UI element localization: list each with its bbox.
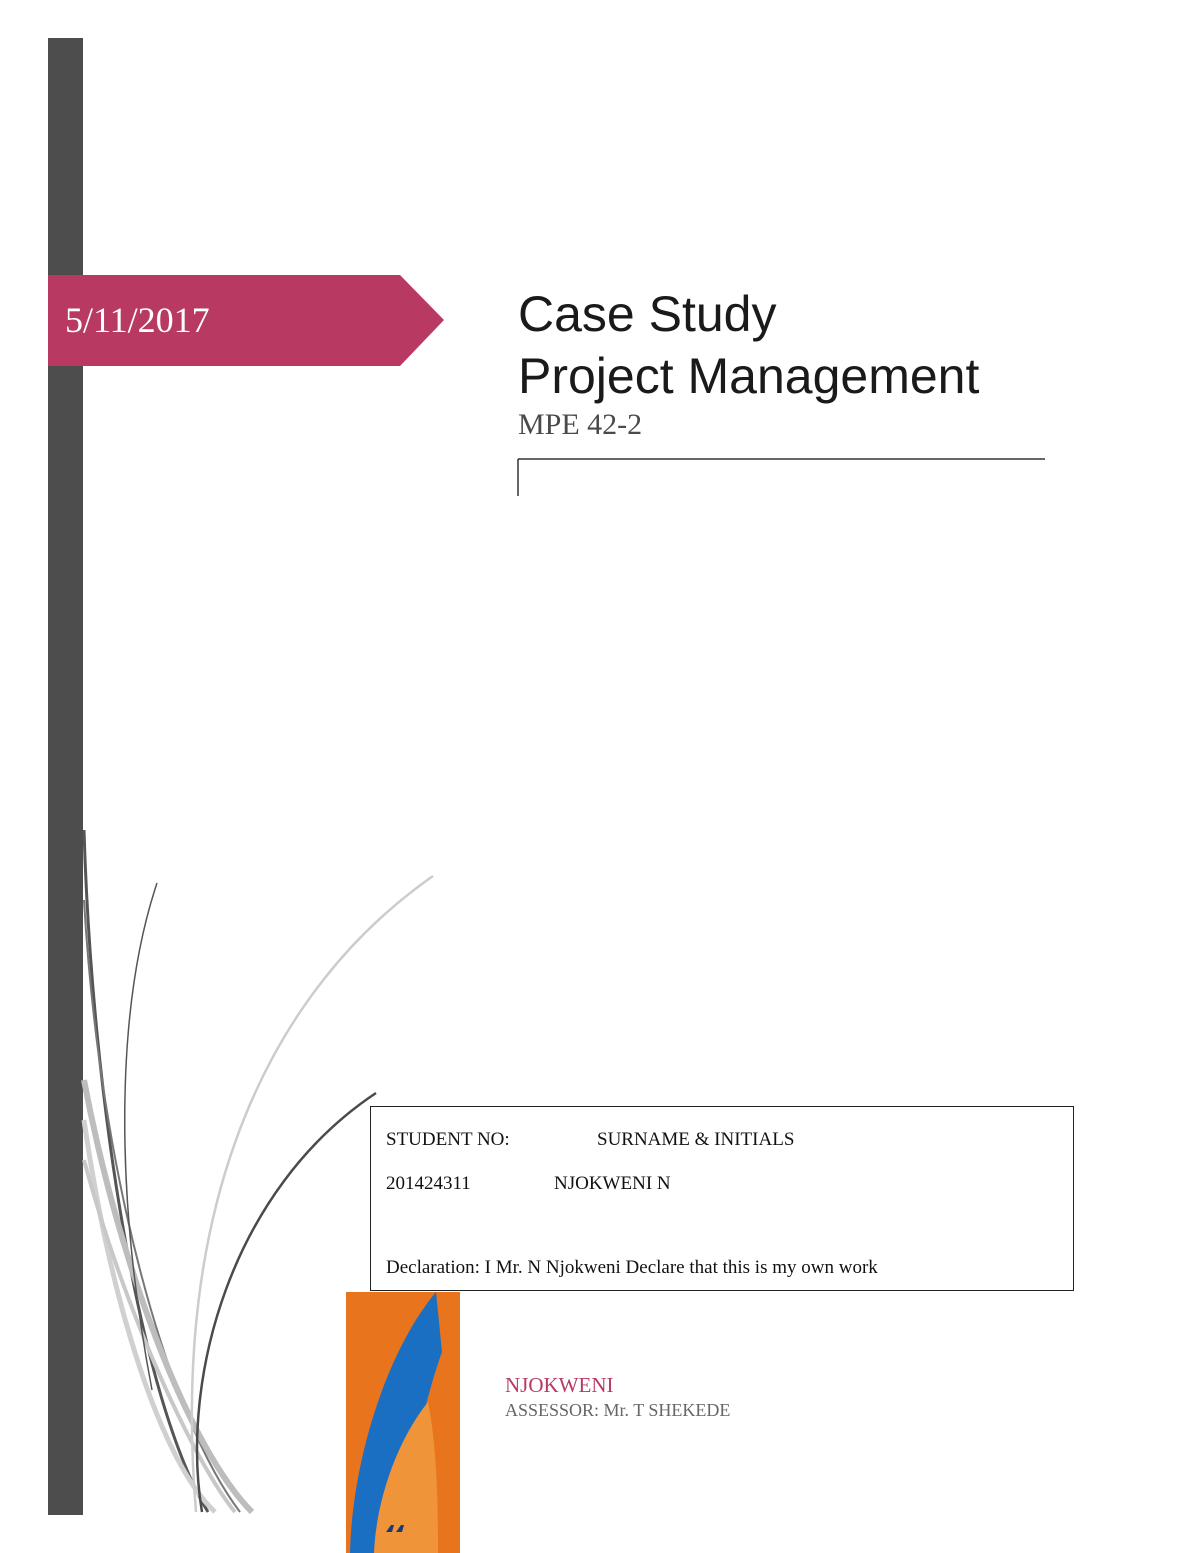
course-code: MPE 42-2 (518, 408, 643, 441)
surname-label: SURNAME & INITIALS (597, 1129, 795, 1150)
surname-value: NJOKWENI N (554, 1173, 671, 1194)
declaration: Declaration: I Mr. N Njokweni Declare th… (386, 1257, 878, 1278)
title-frame (517, 458, 1045, 496)
date-banner: 5/11/2017 (48, 275, 444, 366)
student-info-box: STUDENT NO: SURNAME & INITIALS 201424311… (370, 1106, 1074, 1291)
assessor-name: ASSESSOR: Mr. T SHEKEDE (505, 1400, 731, 1420)
title-block: Case Study Project Management MPE 42-2 (518, 283, 979, 445)
student-no-label: STUDENT NO: (386, 1129, 510, 1150)
cover-date: 5/11/2017 (65, 300, 210, 340)
decorative-curves (81, 829, 434, 1515)
date-banner-arrow (48, 275, 444, 366)
title-line-1: Case Study (518, 286, 777, 342)
author-name: NJOKWENI (505, 1373, 614, 1397)
student-no-value: 201424311 (386, 1173, 471, 1194)
title-line-2: Project Management (518, 348, 980, 404)
book-graphic (346, 1292, 460, 1553)
